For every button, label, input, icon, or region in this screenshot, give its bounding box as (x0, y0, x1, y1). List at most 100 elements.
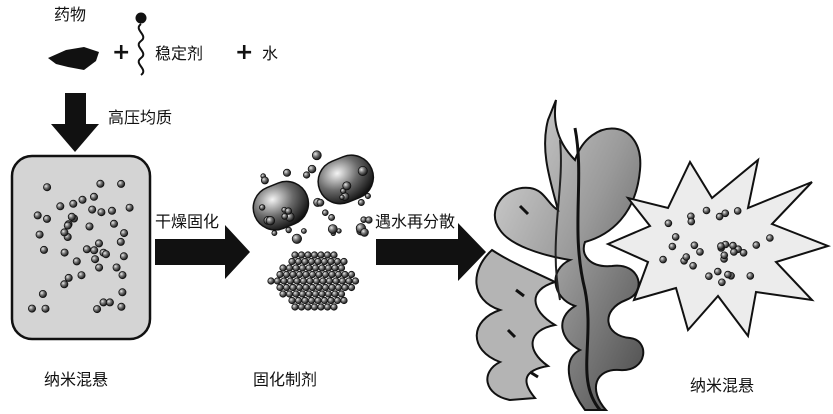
stabilizer-label: 稳定剂 (155, 46, 203, 62)
nanoparticle (718, 243, 725, 250)
nanoparticle (296, 284, 302, 290)
nanoparticle (119, 272, 126, 279)
nanoparticle (295, 258, 301, 264)
water-label: 水 (262, 46, 278, 62)
nanoparticle (740, 249, 747, 256)
nanoparticle (324, 304, 330, 310)
nanoparticle (295, 297, 301, 303)
homogenize-arrow (51, 93, 99, 152)
nanoparticle (70, 200, 77, 207)
nanoparticle (78, 272, 85, 279)
nanoparticle (325, 291, 331, 297)
nanoparticle (290, 271, 296, 277)
nanoparticle (280, 291, 286, 297)
nanoparticle (89, 206, 96, 213)
nanoparticle (298, 304, 304, 310)
nanoparticle (341, 297, 347, 303)
nanoparticle (348, 284, 354, 290)
nanoparticle (298, 252, 304, 258)
gastrointestinal-tract-illustration (476, 100, 643, 410)
nanoparticle (331, 252, 337, 258)
redisperse-arrow (376, 223, 486, 281)
nanoparticle (302, 258, 308, 264)
nanoparticle (334, 297, 340, 303)
nanoparticle (294, 278, 300, 284)
nanoparticle (315, 297, 321, 303)
nanoparticle (332, 265, 338, 271)
nanoparticle (42, 305, 49, 312)
nanoparticle (280, 265, 286, 271)
nanoparticle (274, 278, 280, 284)
nanoparticle (126, 204, 133, 211)
nanoparticle (341, 258, 347, 264)
nanoparticle (268, 278, 274, 284)
nanoparticle (318, 304, 324, 310)
nanoparticle (277, 271, 283, 277)
nanoparticle (365, 193, 370, 198)
nanoparticle (301, 229, 306, 234)
nanoparticle (65, 274, 72, 281)
nanoparticle (669, 243, 676, 250)
nanoparticle (119, 289, 126, 296)
nanoparticle (120, 253, 127, 260)
nanoparticle (348, 271, 354, 277)
stabilizer-molecule-icon (136, 13, 147, 76)
nanoparticle (285, 208, 292, 215)
nanoparticle (321, 297, 327, 303)
nanoparticle (318, 252, 324, 258)
nanoparticle (319, 291, 325, 297)
nanoparticle (272, 231, 277, 236)
nanoparticle (328, 297, 334, 303)
nanoparticle (36, 231, 43, 238)
nanoparticle (305, 252, 311, 258)
nanoparticle (94, 306, 101, 313)
nanoparticle (320, 278, 326, 284)
nanoparticle (90, 193, 97, 200)
nanoparticle (321, 258, 327, 264)
dry-solidify-arrow (155, 225, 250, 279)
nanoparticle (259, 205, 265, 211)
homogenize-label: 高压均质 (108, 110, 172, 126)
nanoparticle (102, 251, 109, 258)
nanoparticle (308, 165, 316, 173)
nanoparticle (91, 247, 98, 254)
nanoparticle (302, 297, 308, 303)
nanoparticle (43, 215, 50, 222)
nanoparticle (725, 271, 732, 278)
nanoparticle (283, 169, 290, 176)
nanoparticle (79, 196, 86, 203)
nanoparticle (339, 278, 345, 284)
nanoparticle (306, 291, 312, 297)
suspension-label-left: 纳米混悬 (44, 372, 108, 388)
nanoparticle (283, 271, 289, 277)
nanoparticle (326, 278, 332, 284)
nanoparticle (747, 273, 754, 280)
nanoparticle (683, 254, 690, 261)
nanoparticle (697, 249, 704, 256)
nanoparticle (731, 249, 738, 256)
nanoparticle (342, 271, 348, 277)
nanoparticle (690, 262, 697, 269)
nanoparticle (289, 297, 295, 303)
nanoparticle (309, 284, 315, 290)
nanoparticle (98, 209, 105, 216)
drug-label: 药物 (54, 7, 86, 23)
nanoparticle (328, 225, 337, 234)
nanoparticle (68, 213, 75, 220)
nanoparticle (61, 249, 68, 256)
nanoparticle (281, 278, 287, 284)
nanoparticle (118, 180, 125, 187)
nanoparticle (277, 284, 283, 290)
nanoparticle (106, 299, 113, 306)
nanoparticle (703, 207, 710, 214)
nanoparticle (293, 291, 299, 297)
suspension-label-right: 纳米混悬 (690, 378, 754, 394)
nanoparticle (366, 217, 372, 223)
nanoparticle (721, 252, 728, 259)
nanoparticle (110, 220, 117, 227)
redisperse-label: 遇水再分散 (375, 214, 455, 230)
nanoparticle (287, 278, 293, 284)
nanoparticle (299, 291, 305, 297)
nanoparticle (338, 291, 344, 297)
nanoparticle (329, 271, 335, 277)
